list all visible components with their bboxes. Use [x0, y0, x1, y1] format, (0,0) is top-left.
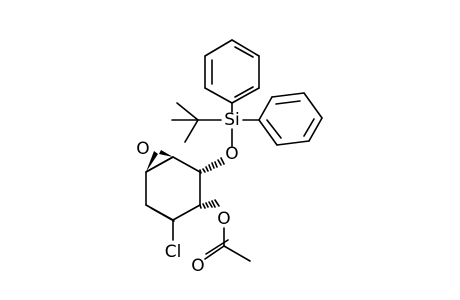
- chlorine-atom-label: Cl: [165, 242, 182, 262]
- acetate-group: [204, 227, 251, 262]
- silicon-atom-label: Si: [224, 110, 240, 130]
- epoxide-oxygen-label: O: [136, 139, 149, 159]
- silyl-ether-oxygen-label: O: [225, 144, 238, 164]
- phenyl-ring-top: [204, 39, 260, 104]
- epoxide-ring: [145, 150, 174, 173]
- carbonyl-oxygen-label: O: [191, 256, 204, 276]
- tert-butyl-group: [171, 102, 222, 143]
- ester-oxygen-label: O: [217, 209, 230, 229]
- hashed-bond-c1-oxygen: [199, 157, 225, 174]
- phenyl-ring-right: [258, 92, 323, 146]
- hashed-bond-c4-oxygen: [199, 199, 220, 209]
